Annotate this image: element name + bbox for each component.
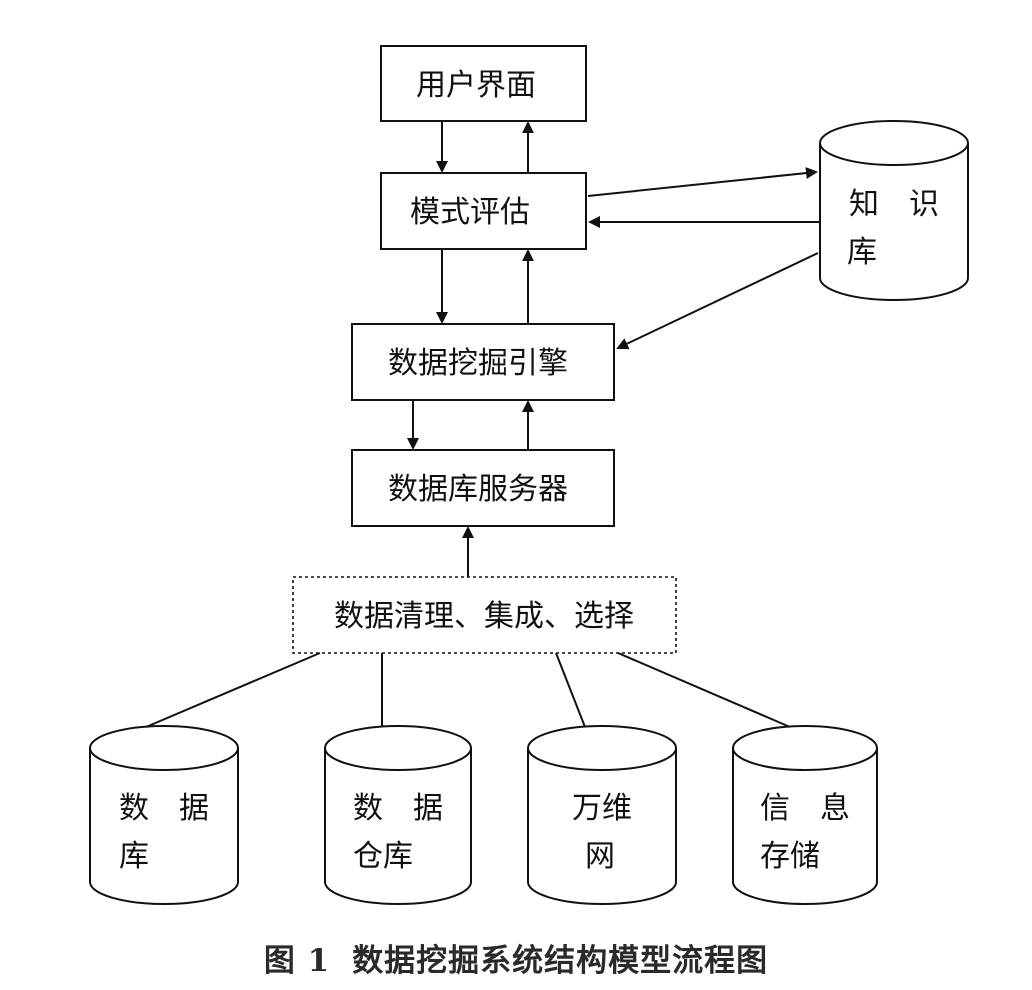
figure-number: 图 1 [263, 943, 331, 979]
pattern-evaluation-node: 模式评估 [380, 172, 587, 250]
knowledge-base-label-line1: 知 识 [849, 187, 939, 222]
mining-engine-label: 数据挖掘引擎 [388, 346, 568, 381]
user-interface-node: 用户界面 [380, 45, 587, 122]
source-cylinder-database: 数 据 库 [89, 725, 239, 905]
source-database-label-line1: 数 据 [119, 791, 209, 826]
source-web-label-line1: 万维 [572, 791, 632, 826]
database-server-label: 数据库服务器 [388, 472, 568, 507]
source-database-label-line2: 库 [119, 839, 149, 874]
source-cylinder-web: 万维 网 [527, 725, 677, 905]
connector-database [145, 652, 321, 728]
connector-info-store [617, 652, 791, 728]
figure-caption: 图 1 数据挖掘系统结构模型流程图 [0, 935, 1032, 980]
source-info-store-label-line2: 存储 [760, 839, 820, 874]
arrow-knowledge-to-engine [616, 252, 819, 350]
arrow-eval-to-knowledge [587, 167, 818, 197]
preprocess-node: 数据清理、集成、选择 [292, 576, 677, 654]
user-interface-label: 用户界面 [416, 68, 536, 103]
mining-engine-node: 数据挖掘引擎 [351, 323, 615, 401]
knowledge-base-cylinder: 知 识 库 [819, 120, 969, 301]
source-cylinder-info-store: 信 息 存储 [732, 725, 878, 905]
source-warehouse-label-line1: 数 据 [353, 791, 443, 826]
source-web-label-line2: 网 [585, 839, 615, 874]
source-warehouse-label-line2: 仓库 [353, 839, 413, 874]
source-cylinder-data-warehouse: 数 据 仓库 [324, 725, 472, 905]
knowledge-base-label-line2: 库 [847, 235, 877, 270]
figure-title: 数据挖掘系统结构模型流程图 [352, 943, 769, 979]
pattern-evaluation-label: 模式评估 [410, 195, 530, 230]
database-server-node: 数据库服务器 [351, 449, 615, 527]
preprocess-label: 数据清理、集成、选择 [334, 599, 634, 634]
source-info-store-label-line1: 信 息 [760, 791, 850, 826]
connector-web [555, 652, 586, 728]
